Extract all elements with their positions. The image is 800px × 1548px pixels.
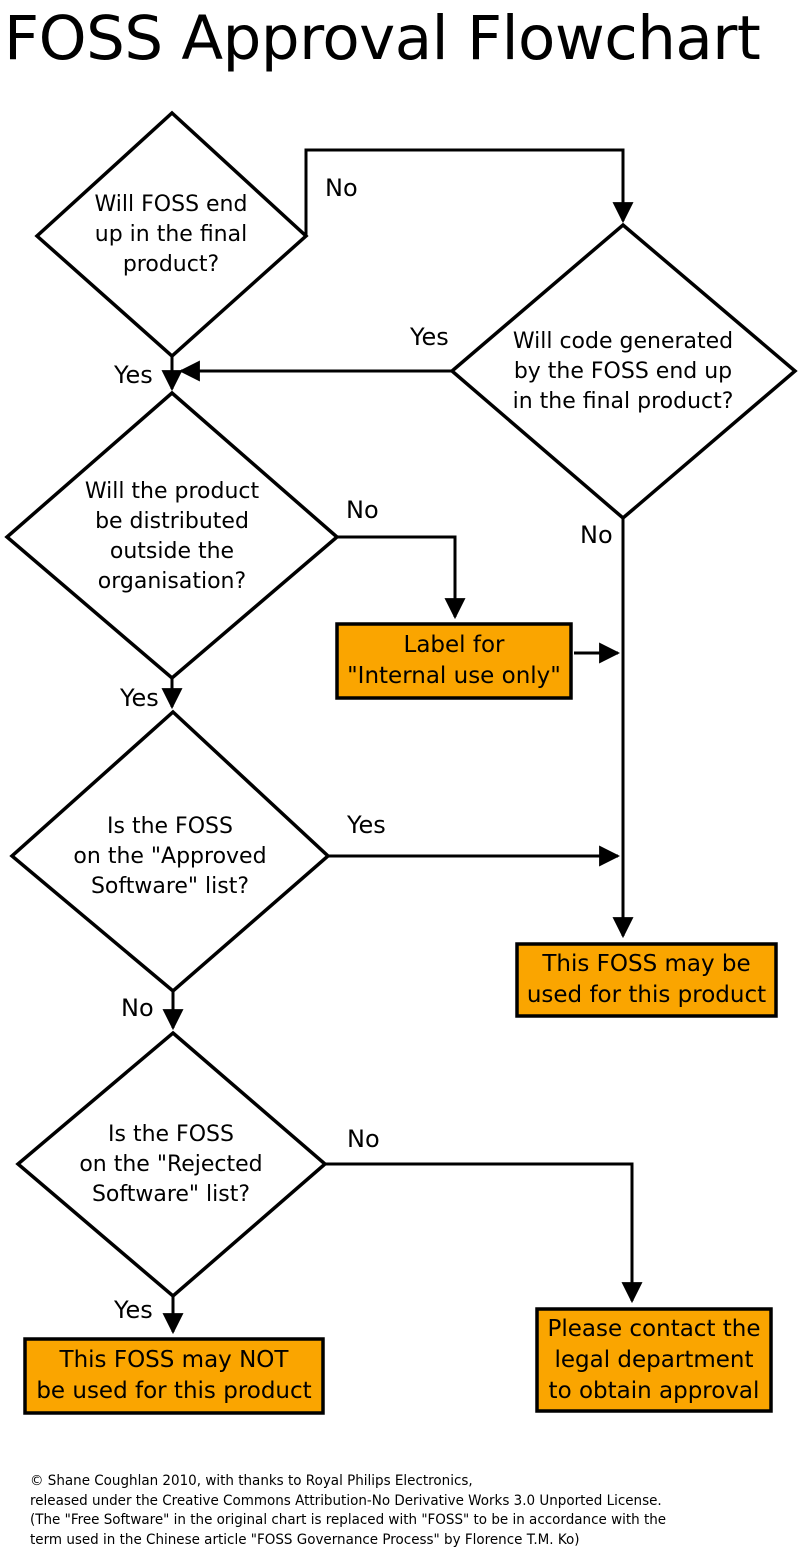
decision-diamond-rejected-list	[15, 1030, 328, 1299]
result-text-may-be-used: This FOSS may be used for this product	[526, 951, 767, 1008]
decision-diamond-will-code-end-up	[449, 222, 798, 521]
edge-d1-no	[304, 148, 634, 236]
result-box-may-be-used	[515, 942, 778, 1018]
edge-label-d4-yes: Yes	[347, 811, 386, 839]
footer-attribution: © Shane Coughlan 2010, with thanks to Ro…	[30, 1472, 666, 1548]
edge-label-d5-no: No	[347, 1125, 380, 1153]
decision-text-rejected-list: Is the FOSS on the "Rejected Software" l…	[79, 1122, 263, 1207]
decision-diamond-distributed-outside	[4, 390, 340, 681]
edge-label-d5-yes: Yes	[114, 1296, 153, 1324]
result-box-internal-use-label	[335, 622, 573, 700]
edge-label-d2-no: No	[580, 521, 613, 549]
edge-label-d3-yes: Yes	[120, 684, 159, 712]
decision-text-approved-list: Is the FOSS on the "Approved Software" l…	[73, 814, 267, 899]
footer-line-3: (The "Free Software" in the original cha…	[30, 1512, 667, 1529]
result-text-may-not-be-used: This FOSS may NOT be used for this produ…	[36, 1347, 312, 1404]
edge-label-d1-yes: Yes	[114, 361, 153, 389]
decision-text-will-foss-end-up: Will FOSS end up in the final product?	[94, 192, 248, 277]
decision-diamond-approved-list	[9, 709, 331, 994]
result-text-internal-use-label: Label for "Internal use only"	[347, 632, 561, 689]
result-box-contact-legal	[535, 1307, 773, 1413]
page-title: FOSS Approval Flowchart	[4, 3, 761, 74]
decision-text-will-code-end-up: Will code generated by the FOSS end up i…	[512, 329, 734, 414]
decision-text-distributed-outside: Will the product be distributed outside …	[84, 479, 260, 594]
result-box-may-not-be-used	[23, 1337, 325, 1415]
decision-diamond-will-foss-end-up	[34, 110, 309, 359]
result-text-contact-legal: Please contact the legal department to o…	[547, 1315, 761, 1404]
edge-d5-no	[325, 1162, 643, 1304]
footer-line-2: released under the Creative Commons Attr…	[30, 1492, 662, 1509]
edge-label-d1-no: No	[325, 174, 358, 202]
edge-label-d2-yes: Yes	[410, 323, 449, 351]
footer-line-4: term used in the Chinese article "FOSS G…	[30, 1532, 580, 1548]
edge-label-d4-no: No	[121, 994, 154, 1022]
edge-label-d3-no: No	[346, 496, 379, 524]
footer-line-1: © Shane Coughlan 2010, with thanks to Ro…	[30, 1473, 473, 1489]
edge-d3-no	[337, 535, 466, 620]
